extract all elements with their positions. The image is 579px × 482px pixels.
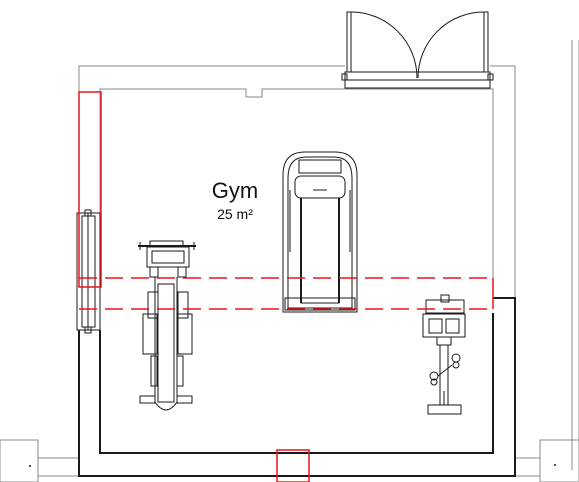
walls xyxy=(78,297,516,477)
radiator-icon xyxy=(29,464,556,467)
outer-outline xyxy=(0,40,579,482)
weight-machine-icon xyxy=(422,294,466,415)
exercise-bike-icon xyxy=(138,240,196,411)
window-icon xyxy=(76,209,101,334)
room-area-label: 25 m² xyxy=(217,206,253,222)
room-name-label: Gym xyxy=(212,178,258,203)
inner-outline xyxy=(78,88,494,298)
highlight-overlays xyxy=(78,91,494,482)
treadmill-icon xyxy=(282,151,358,313)
double-door-icon xyxy=(341,11,494,89)
